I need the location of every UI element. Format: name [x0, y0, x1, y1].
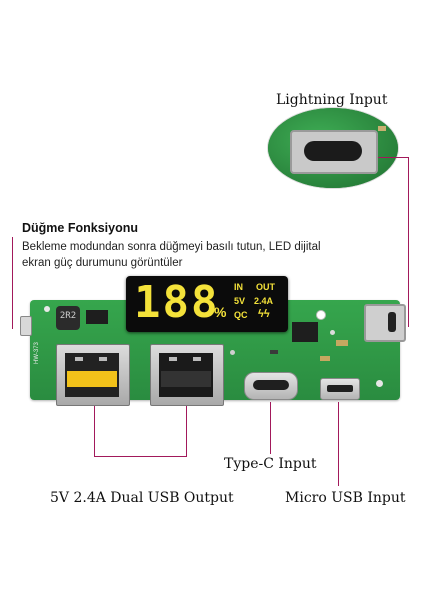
lightning-zoom-circle [268, 108, 398, 188]
battery-percentage-digits: 188 [134, 277, 220, 328]
dual-usb-pointer-line-right [186, 398, 187, 457]
typec-pointer-line [270, 402, 271, 454]
out-indicator: OUT [256, 282, 275, 292]
lightning-port[interactable] [364, 304, 406, 342]
dual-usb-output-label: 5V 2.4A Dual USB Output [50, 490, 234, 506]
usb-a-port-yellow[interactable] [56, 344, 130, 406]
lightning-input-label: Lightning Input [276, 92, 388, 108]
board-marking: HW-373 [34, 342, 40, 364]
typec-input-label: Type-C Input [224, 456, 317, 472]
dual-usb-pointer-line-left [94, 398, 95, 456]
type-c-port[interactable] [244, 372, 298, 400]
side-button[interactable] [20, 316, 32, 336]
dual-usb-pointer-line-bottom [94, 456, 186, 457]
micro-usb-pointer-line [338, 402, 339, 486]
in-indicator: IN [234, 282, 243, 292]
qc-indicator: QC [234, 310, 248, 320]
percent-sign: % [214, 304, 227, 320]
led-display: 188 % IN OUT 5V 2.4A QC ϟϟ [126, 276, 288, 332]
usb-a-port-black[interactable] [150, 344, 224, 406]
lightning-pointer-line-v [408, 157, 409, 327]
button-function-description-2: ekran güç durumunu görüntüler [22, 257, 183, 269]
ic-chip [86, 310, 108, 324]
button-pointer-line [12, 237, 13, 329]
bolt-icon: ϟϟ [258, 308, 270, 320]
micro-usb-port[interactable] [320, 378, 360, 400]
current-indicator: 2.4A [254, 296, 274, 306]
micro-usb-input-label: Micro USB Input [285, 490, 406, 506]
lightning-port-icon [290, 130, 378, 174]
button-function-description-1: Bekleme modundan sonra düğmeyi basılı tu… [22, 241, 321, 253]
inductor: 2R2 [56, 306, 80, 330]
lightning-pointer-line-h [378, 157, 408, 158]
voltage-indicator: 5V [234, 296, 246, 306]
ic-chip [292, 322, 318, 342]
button-function-title: Düğme Fonksiyonu [22, 221, 138, 235]
